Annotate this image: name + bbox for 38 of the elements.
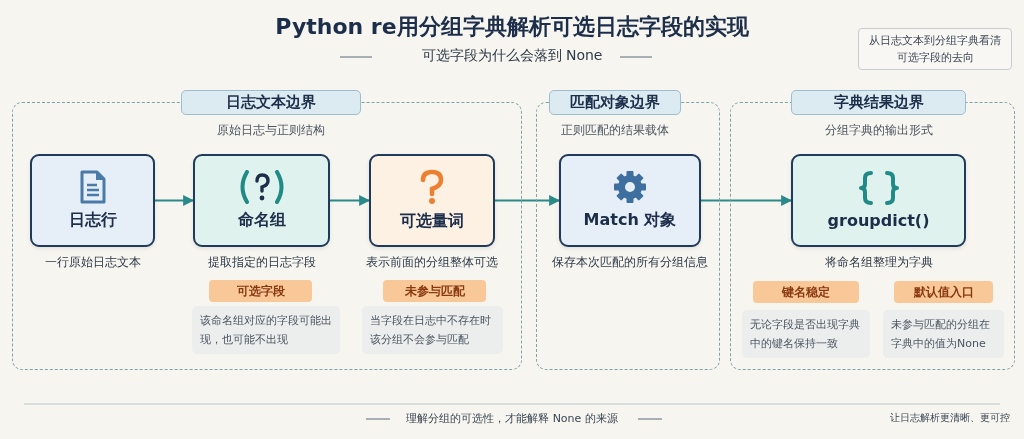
node-caption: 将命名组整理为字典 bbox=[824, 255, 933, 270]
node-caption: 保存本次匹配的所有分组信息 bbox=[552, 255, 708, 270]
node-label: 日志行 bbox=[68, 210, 117, 231]
group-title: 日志文本边界 bbox=[181, 90, 361, 115]
note-text: 该命名组对应的字段可能出现，也可能不出现 bbox=[192, 306, 340, 354]
node-label: 可选量词 bbox=[400, 211, 464, 232]
tag-label: 可选字段 bbox=[209, 280, 312, 302]
node-caption: 一行原始日志文本 bbox=[44, 255, 141, 270]
arrow bbox=[155, 195, 195, 206]
arrow bbox=[701, 195, 793, 206]
title: Python re用分组字典解析可选日志字段的实现 bbox=[275, 13, 749, 41]
note-text: 未参与匹配的分组在字典中的值为None bbox=[883, 310, 1004, 358]
tag-label: 未参与匹配 bbox=[383, 280, 486, 302]
node-label: 命名组 bbox=[237, 210, 286, 231]
group-subtitle: 原始日志与正则结构 bbox=[217, 123, 325, 138]
node-caption: 表示前面的分组整体可选 bbox=[366, 255, 498, 270]
tag-label: 默认值入口 bbox=[894, 281, 993, 303]
process-box bbox=[559, 154, 701, 247]
node-caption: 提取指定的日志字段 bbox=[207, 255, 316, 270]
process-box bbox=[30, 154, 155, 247]
process-box bbox=[791, 154, 966, 247]
node-label: groupdict() bbox=[827, 211, 930, 230]
group-subtitle: 正则匹配的结果载体 bbox=[561, 123, 669, 138]
process-box bbox=[193, 154, 330, 247]
arrow bbox=[330, 195, 371, 206]
group-subtitle: 分组字典的输出形式 bbox=[824, 123, 933, 138]
group-title: 字典结果边界 bbox=[791, 90, 966, 115]
group-title: 匹配对象边界 bbox=[549, 90, 681, 115]
arrow bbox=[495, 195, 561, 206]
caption: 理解分组的可选性，才能解释 None 的来源 bbox=[406, 411, 618, 426]
process-box bbox=[369, 154, 495, 247]
tag-label: 键名稳定 bbox=[753, 281, 859, 303]
summary-box: 从日志文本到分组字典看清可选字段的去向 bbox=[858, 28, 1012, 70]
note-text: 无论字段是否出现字典中的键名保持一致 bbox=[742, 310, 870, 358]
note-text: 当字段在日志中不存在时该分组不会参与匹配 bbox=[362, 306, 503, 354]
subtitle: 可选字段为什么会落到 None bbox=[421, 47, 603, 65]
footer-note: 让日志解析更清晰、更可控 bbox=[890, 411, 1010, 425]
node-label: Match 对象 bbox=[583, 210, 677, 231]
